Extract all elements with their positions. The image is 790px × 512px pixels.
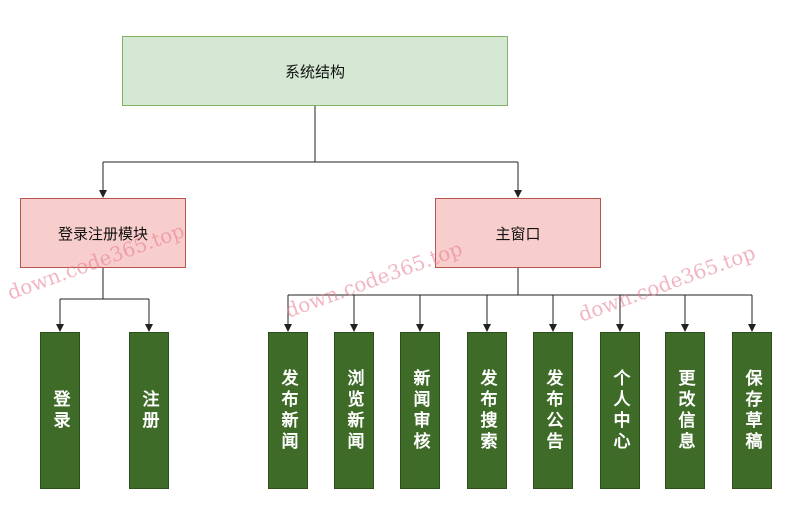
leaf-node-login: 登录 — [40, 332, 80, 489]
leaf-node-browse-news: 浏览新闻 — [334, 332, 374, 489]
leaf-node-label: 发布公告 — [542, 368, 563, 453]
module-node-label: 主窗口 — [495, 224, 541, 243]
root-node-system-structure: 系统结构 — [122, 36, 508, 106]
root-node-label: 系统结构 — [284, 62, 345, 81]
leaf-node-news-review: 新闻审核 — [400, 332, 440, 489]
leaf-node-label: 个人中心 — [609, 368, 630, 453]
leaf-node-save-draft: 保存草稿 — [732, 332, 772, 489]
module-node-main-window: 主窗口 — [435, 198, 601, 268]
leaf-node-publish-search: 发布搜索 — [467, 332, 507, 489]
leaf-node-publish-news: 发布新闻 — [268, 332, 308, 489]
leaf-node-label: 发布新闻 — [277, 368, 298, 453]
leaf-node-register: 注册 — [129, 332, 169, 489]
leaf-node-personal-center: 个人中心 — [600, 332, 640, 489]
leaf-node-label: 发布搜索 — [476, 368, 497, 453]
leaf-node-label: 更改信息 — [674, 368, 695, 453]
leaf-node-label: 新闻审核 — [409, 368, 430, 453]
leaf-node-publish-notice: 发布公告 — [533, 332, 573, 489]
leaf-node-label: 保存草稿 — [741, 368, 762, 453]
leaf-node-label: 登录 — [49, 389, 70, 432]
leaf-node-label: 注册 — [138, 389, 159, 432]
leaf-node-label: 浏览新闻 — [343, 368, 364, 453]
module-node-login-register: 登录注册模块 — [20, 198, 186, 268]
leaf-node-change-info: 更改信息 — [665, 332, 705, 489]
module-node-label: 登录注册模块 — [57, 224, 148, 243]
